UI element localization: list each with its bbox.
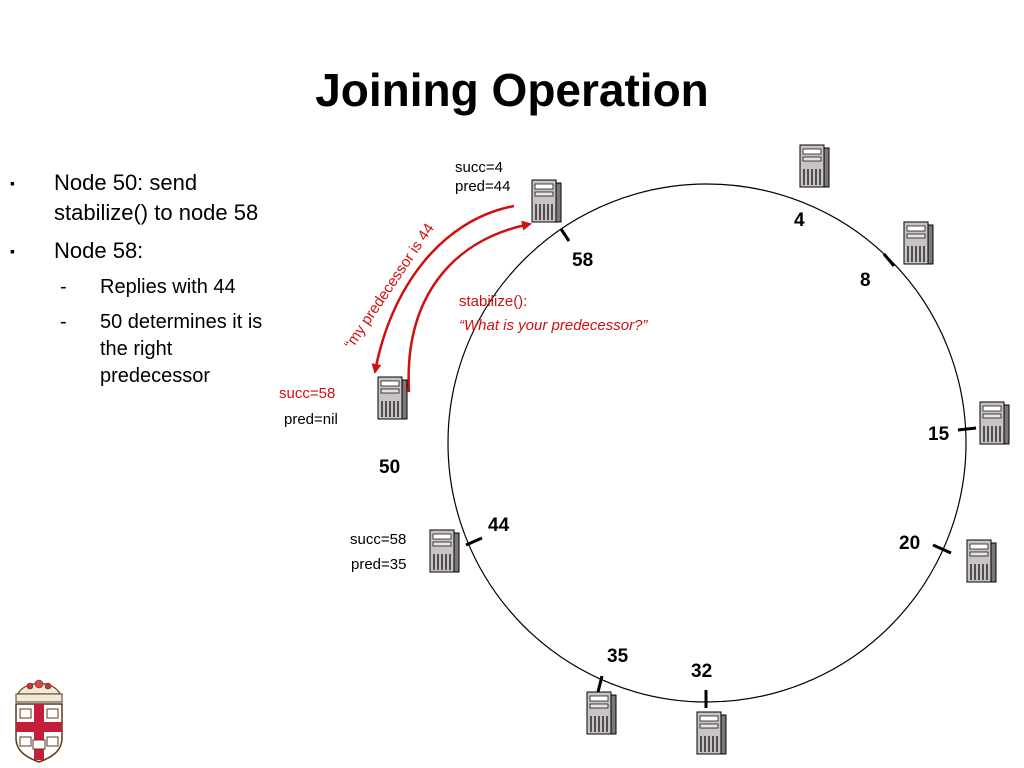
node-label-58: 58 [572,250,593,271]
server-icon [586,691,617,735]
server-icon [979,401,1010,445]
server-icon [377,376,408,420]
tick-58 [559,228,571,242]
node-label-15: 15 [928,424,950,445]
sub-bullet-text: Replies with 44 [100,276,236,298]
node-label-4: 4 [794,210,805,231]
node-44-succ: succ=58 [350,531,406,548]
node-50-pred: pred=nil [284,411,338,428]
stabilize-question-label: “What is your predecessor?” [459,317,648,334]
bullet-item: ▪ Node 50: send stabilize() to node 58 [10,168,280,228]
reply-arrow [371,204,515,374]
slide-title: Joining Operation [315,64,709,116]
tick-20 [932,543,952,555]
node-label-8: 8 [860,270,871,291]
sub-bullet-item: - Replies with 44 [10,274,280,301]
tick-8 [882,253,896,267]
tick-15 [957,426,977,432]
bullet-item: ▪ Node 58: [10,236,280,266]
bullet-marker: ▪ [10,243,15,259]
sub-bullet-text: 50 determines it is the right predecesso… [100,311,263,387]
university-crest-logo [15,679,63,763]
server-icon [696,711,727,755]
reply-label: “my predecessor is 44 [341,220,438,352]
node-label-44: 44 [488,515,510,536]
ring-circle [447,183,967,703]
node-58-succ: succ=4 [455,159,503,176]
sub-bullet-marker: - [60,276,67,298]
node-label-32: 32 [691,661,712,682]
node-label-35: 35 [607,646,629,667]
tick-44 [465,536,483,547]
node-label-20: 20 [899,533,920,554]
bullet-list: ▪ Node 50: send stabilize() to node 58 ▪… [10,168,280,398]
server-icon [966,539,997,583]
node-58-pred: pred=44 [455,178,510,195]
tick-35 [596,675,604,693]
sub-bullet-item: - 50 determines it is the right predeces… [10,309,280,390]
bullet-text: Node 50: send stabilize() to node 58 [54,170,259,225]
server-icon [429,529,460,573]
bullet-marker: ▪ [10,175,15,191]
stabilize-arrow [407,220,532,393]
server-icon [531,179,562,223]
sub-bullet-marker: - [60,311,67,333]
server-icon [799,144,830,188]
node-label-50: 50 [379,457,400,478]
server-icon [903,221,934,265]
node-50-succ: succ=58 [279,385,335,402]
node-44-pred: pred=35 [351,556,406,573]
ring-ticks [465,228,977,708]
stabilize-call-label: stabilize(): [459,293,527,310]
bullet-text: Node 58: [54,238,144,263]
